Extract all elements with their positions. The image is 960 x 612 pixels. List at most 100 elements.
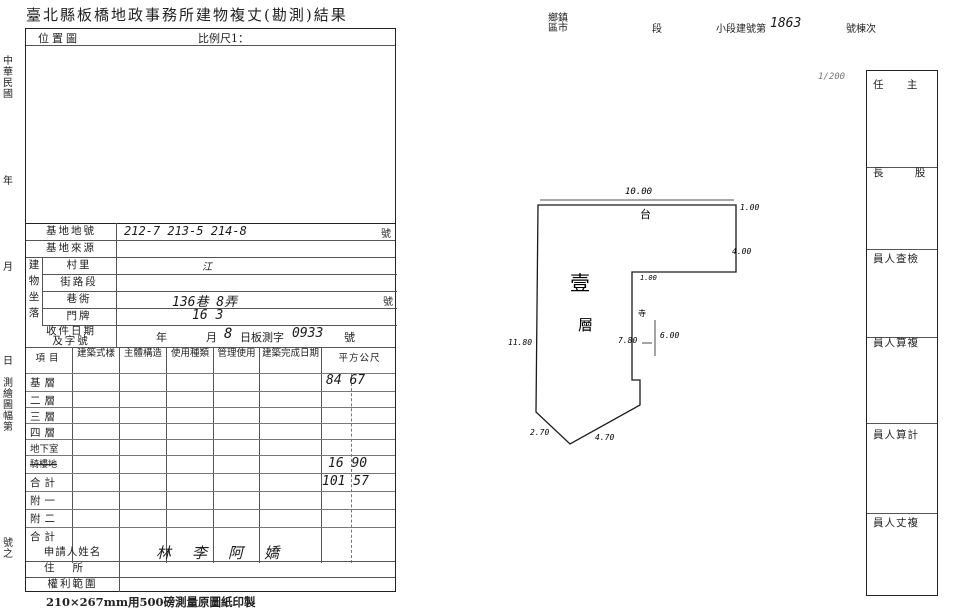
col-area: 平方公尺: [338, 353, 381, 364]
supervisor-label: 任 主: [873, 79, 928, 91]
village-value: 江: [202, 262, 212, 273]
survey-form: 位置圖 比例尺1： 基地地號 212-7 213-5 214-8 號 基地來源 …: [25, 28, 397, 592]
dim-bottom: 4.70: [595, 433, 614, 442]
road-row: 街路段: [42, 274, 397, 292]
applicant-row: 申請人姓名 林 李 阿 嬌: [26, 544, 395, 562]
col-completed: 建築完成日期: [261, 348, 319, 359]
received-ref-label: 日板測字: [240, 331, 284, 344]
received-number-value: 0933: [292, 326, 324, 341]
table-row: 四層: [26, 423, 395, 440]
doorplate-row: 門牌 16 3: [42, 308, 397, 326]
chief-label: 長 股: [873, 167, 940, 179]
township-label: 鄉鎮區市: [548, 13, 568, 34]
received-label: 收件日期及字號: [26, 325, 117, 347]
base-land-no-suffix: 號: [381, 229, 391, 240]
dim-right-side: 4.00: [732, 247, 751, 256]
col-manage: 管理使用: [217, 348, 256, 359]
col-structure: 主體構造: [123, 348, 162, 359]
base-source-label: 基地來源: [26, 240, 117, 257]
village-row: 村里 江: [42, 257, 397, 275]
floor-number-char: 壹: [570, 271, 590, 295]
checker-label: 員人查檢: [873, 253, 919, 265]
received-month-label: 月: [206, 331, 217, 344]
signature-column: 任 主 長 股 員人查檢 員人算複 員人算計 員人丈複: [866, 70, 938, 596]
arcade-area-value: 16 90: [328, 456, 368, 471]
margin-month-label: 月: [3, 262, 13, 273]
table-row: 合計: [26, 527, 395, 546]
floor-plan-outline: [535, 204, 737, 445]
dim-left: 11.80: [508, 338, 532, 347]
table-row: 合計 101 57: [26, 473, 395, 492]
road-label: 街路段: [42, 274, 117, 291]
area-value: 84 67: [326, 373, 366, 388]
dim-inner-right: 6.00: [660, 331, 679, 340]
base-source-row: 基地來源: [26, 240, 395, 258]
resurvey-label: 員人丈複: [873, 517, 919, 529]
building-no-value: 1863: [770, 16, 802, 31]
table-row: 附二: [26, 509, 395, 528]
mark-char: 台: [640, 207, 651, 221]
dim-inner: 7.80: [618, 336, 637, 345]
location-header: 位置圖 比例尺1：: [26, 29, 395, 46]
paper-spec-footer: 210×267mm用500磅測量原圖紙印製: [46, 595, 256, 609]
margin-map-sheet-label: 測繪圖幅第: [3, 378, 13, 433]
review-calc-label: 員人算複: [873, 337, 919, 349]
applicant-value: 林 李 阿 嬌: [156, 544, 286, 562]
margin-year-label: 年: [3, 176, 13, 187]
form-title: 臺北縣板橋地政事務所建物複丈(勘測)結果: [26, 6, 348, 24]
scale-note: 1/200: [818, 72, 846, 82]
building-no-label: 小段建號第: [716, 24, 766, 35]
doorplate-value: 16 3: [192, 308, 224, 323]
calc-label: 員人算計: [873, 429, 919, 441]
section-label: 段: [652, 24, 662, 35]
rights-row: 權利範圍: [26, 577, 395, 592]
mark-char-2: 寺: [638, 309, 646, 318]
lane-suffix: 號: [383, 297, 393, 308]
floor-char: 層: [578, 316, 593, 334]
area-table: 項目 建築式樣 主體構造 使用種類 管理使用 建築完成日期 平方公尺 基層 84…: [26, 347, 395, 563]
margin-roc-label: 中華民國: [3, 56, 13, 100]
col-use: 使用種類: [170, 348, 209, 359]
dim-right-top: 1.00: [740, 203, 759, 212]
margin-day-label: 日: [3, 356, 13, 367]
base-land-no-row: 基地地號 212-7 213-5 214-8 號: [26, 223, 395, 241]
checker-section: 員人查檢: [867, 167, 937, 265]
received-suffix: 號: [344, 331, 355, 344]
col-item: 項目: [35, 353, 63, 364]
received-day-value: 8: [224, 326, 233, 342]
doorplate-label: 門牌: [42, 308, 117, 325]
lane-row: 巷衖 136巷 8弄 號: [42, 291, 397, 310]
building-location-label: 建物坐落: [26, 257, 43, 325]
dim-top: 10.00: [625, 187, 652, 197]
table-row: 騎樓地 16 90: [26, 455, 395, 474]
location-map-label: 位置圖: [38, 32, 80, 45]
floor-label: 號棟次: [846, 24, 876, 35]
floor-plan-drawing: 10.00 1.00 4.00 1.00 7.80 6.00 11.80 4.7…: [508, 187, 759, 445]
supervisor-section: 任 主 長 股: [867, 71, 937, 179]
applicant-label: 申請人姓名: [26, 545, 120, 561]
scale-label: 比例尺1：: [198, 32, 249, 45]
village-label: 村里: [42, 257, 117, 274]
table-row: 三層: [26, 407, 395, 424]
location-map-area: [26, 45, 395, 224]
col-style: 建築式樣: [76, 348, 115, 359]
received-row: 收件日期及字號 年 月 8 日板測字 0933 號: [26, 325, 395, 348]
rights-label: 權利範圍: [26, 577, 120, 592]
table-row: 地下室: [26, 439, 395, 456]
total-area-value: 101 57: [322, 474, 369, 489]
base-land-no-label: 基地地號: [26, 223, 117, 240]
dim-notch: 1.00: [640, 274, 657, 282]
resurvey-section: 員人丈複: [867, 423, 937, 529]
received-year-label: 年: [156, 331, 167, 344]
table-row: 二層: [26, 391, 395, 408]
address-row: 住所: [26, 561, 395, 578]
lane-label: 巷衖: [42, 291, 117, 308]
calc-section: 員人算計: [867, 337, 937, 441]
table-row: 附一: [26, 491, 395, 510]
lane-value: 136巷 8弄: [172, 295, 238, 310]
address-label: 住所: [26, 561, 120, 577]
base-land-no-value: 212-7 213-5 214-8: [124, 224, 247, 238]
reviewer-section: 員人算複: [867, 249, 937, 349]
dim-corner: 2.70: [530, 428, 549, 437]
margin-no-label: 號之: [3, 538, 13, 560]
